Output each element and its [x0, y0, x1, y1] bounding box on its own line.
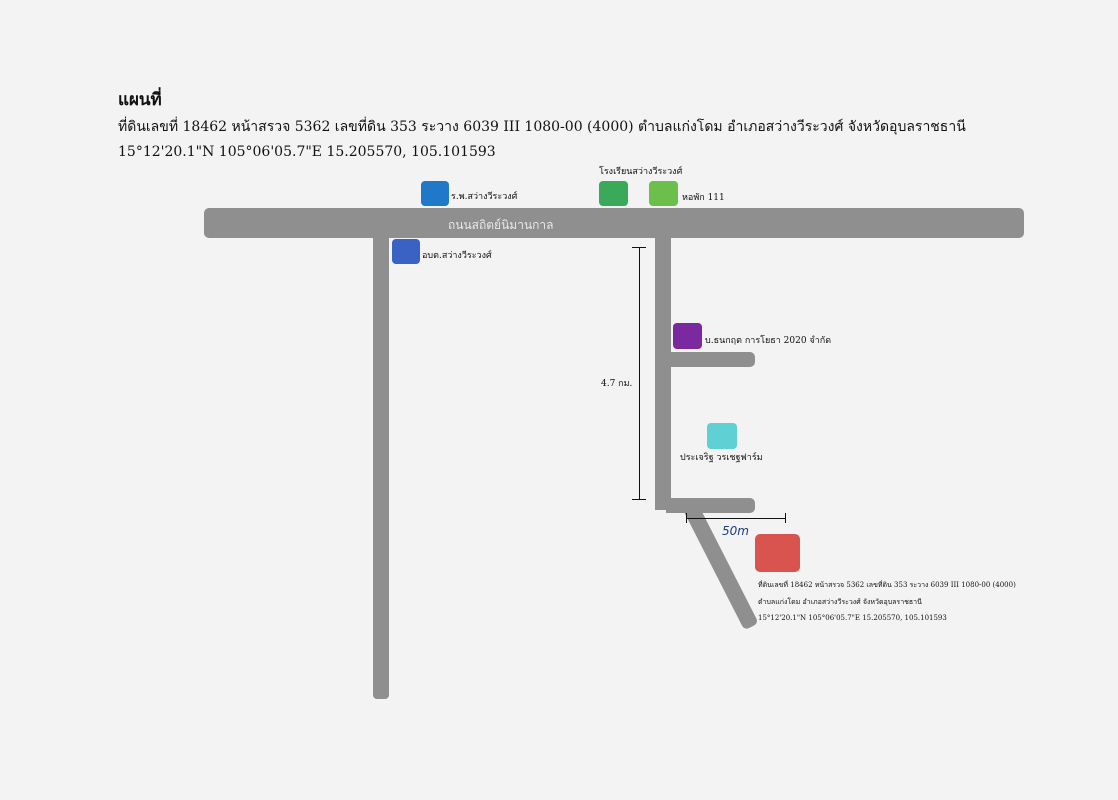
distance-label-km: 4.7 กม. — [601, 379, 633, 389]
target-info-line2: ตำบลแก่งโดม อำเภอสว่างวีระวงศ์ จังหวัดอุ… — [758, 598, 922, 606]
distance-line-vertical — [639, 247, 640, 499]
hospital-marker — [421, 181, 449, 206]
company-marker — [673, 323, 702, 349]
branch-road-lower — [666, 498, 755, 513]
distance-line-horizontal — [686, 518, 786, 519]
main-road-label: ถนนสถิตย์นิมานกาล — [448, 218, 554, 232]
land-description: ที่ดินเลขที่ 18462 หน้าสรวจ 5362 เลขที่ด… — [118, 119, 966, 135]
distance-tick-right — [785, 513, 786, 523]
dorm-label: หอพัก 111 — [682, 193, 725, 203]
sao-label: อบต.สว่างวีระวงศ์ — [422, 251, 492, 261]
side-road — [655, 236, 671, 510]
farm-marker — [707, 423, 737, 449]
hospital-label: ร.พ.สว่างวีระวงศ์ — [451, 192, 518, 202]
branch-road-upper — [666, 352, 755, 367]
dorm-marker — [649, 181, 678, 206]
distance-cap-bottom — [632, 499, 646, 500]
distance-label-m: 50m — [722, 524, 749, 538]
target-info-line1: ที่ดินเลขที่ 18462 หน้าสรวจ 5362 เลขที่ด… — [758, 581, 1016, 589]
main-road — [204, 208, 1024, 238]
land-coordinates: 15°12'20.1"N 105°06'05.7"E 15.205570, 10… — [118, 144, 496, 160]
target-info-line3: 15°12'20.1"N 105°06'05.7"E 15.205570, 10… — [758, 614, 947, 622]
page-title: แผนที่ — [118, 90, 162, 110]
farm-label: ประเจริฐ วรเชฐฟาร์ม — [680, 453, 763, 463]
left-road — [373, 236, 389, 699]
distance-tick-left — [686, 513, 687, 523]
sao-marker — [392, 239, 420, 264]
school-marker — [599, 181, 628, 206]
distance-cap-top — [632, 247, 646, 248]
target-land-marker — [755, 534, 800, 572]
school-label: โรงเรียนสว่างวีระวงศ์ — [599, 167, 683, 177]
company-label: บ.ธนกฤต การโยธา 2020 จำกัด — [705, 336, 832, 346]
